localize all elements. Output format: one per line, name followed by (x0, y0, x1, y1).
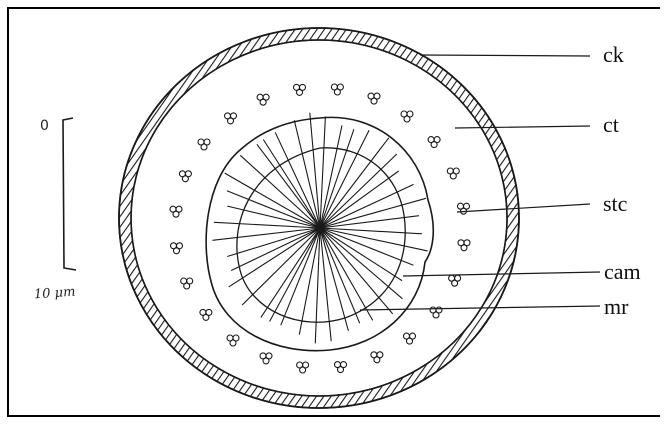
medullary-ray (320, 228, 413, 265)
label-mr: mr (604, 296, 628, 318)
medullary-ray (214, 222, 320, 228)
stone-cell-cluster (371, 352, 383, 363)
stone-cell-cluster (297, 362, 309, 373)
label-ck: ck (603, 44, 624, 66)
stone-cell (461, 245, 467, 251)
medullary-ray (320, 130, 369, 228)
medullary-ray (315, 228, 320, 343)
medullary-ray (320, 125, 342, 228)
stone-cell-cluster (449, 275, 461, 286)
stone-cell (182, 176, 188, 182)
stone-cell (452, 280, 458, 286)
medullary-rays (212, 113, 427, 344)
stone-cell (374, 357, 380, 363)
medullary-ray (320, 138, 389, 228)
medullary-ray (320, 129, 354, 228)
stone-cell-cluster (171, 243, 183, 254)
stone-cell-cluster (458, 240, 470, 251)
stone-cell (260, 99, 266, 105)
stone-cell-cluster (179, 171, 191, 182)
label-ct: ct (603, 114, 619, 136)
scale-bar-top-label: 0 (40, 118, 49, 134)
medullary-ray (225, 173, 320, 228)
medullary-ray (320, 228, 360, 323)
stone-cell (371, 98, 377, 104)
stone-cell (433, 312, 439, 318)
leader-line-ct (455, 126, 590, 128)
stone-cell-cluster (170, 206, 182, 217)
medullary-ray (231, 228, 320, 271)
stone-cell (338, 367, 344, 373)
stone-cell (203, 314, 209, 320)
stone-cell-cluster (181, 278, 193, 289)
stone-cell-cluster (428, 137, 440, 148)
stone-cell-cluster (404, 333, 416, 344)
stone-cell (263, 358, 269, 364)
stone-cell (431, 142, 437, 148)
stone-cell (300, 367, 306, 373)
medullary-ray (320, 117, 325, 229)
stone-cell (450, 173, 456, 179)
stone-cell (201, 144, 207, 150)
stone-cell-cluster (227, 335, 239, 346)
medullary-ray (320, 228, 403, 299)
stone-cell-cluster (257, 94, 269, 105)
medullary-ray (281, 228, 320, 325)
label-cam: cam (604, 261, 641, 283)
stone-cell-cluster (458, 203, 470, 214)
leader-line-ck (420, 55, 590, 56)
stone-cell-cluster (401, 111, 413, 122)
leader-line-stc (457, 204, 590, 212)
stone-cell (297, 89, 303, 95)
stone-cell-cluster (260, 353, 272, 364)
stone-cell-cluster (294, 84, 306, 95)
stone-cell (407, 338, 413, 344)
stone-cell (334, 89, 340, 95)
stone-cell-cluster (331, 84, 343, 95)
stone-cell (184, 283, 190, 289)
stone-cell-cluster (225, 113, 237, 124)
stone-cell (404, 116, 410, 122)
stone-cell (230, 340, 236, 346)
scale-bar (63, 118, 76, 270)
stone-cell (174, 248, 180, 254)
stone-cell-cluster (198, 139, 210, 150)
stone-cell-cluster (335, 362, 347, 373)
stone-cell (228, 118, 234, 124)
scale-bar-bottom-label: 10 μm (34, 285, 76, 303)
stone-cell (173, 211, 179, 217)
stone-cell-cluster (200, 309, 212, 320)
label-stc: stc (603, 193, 627, 215)
stone-cell-cluster (368, 93, 380, 104)
stone-cell-cluster (447, 168, 459, 179)
medullary-ray (270, 228, 320, 322)
